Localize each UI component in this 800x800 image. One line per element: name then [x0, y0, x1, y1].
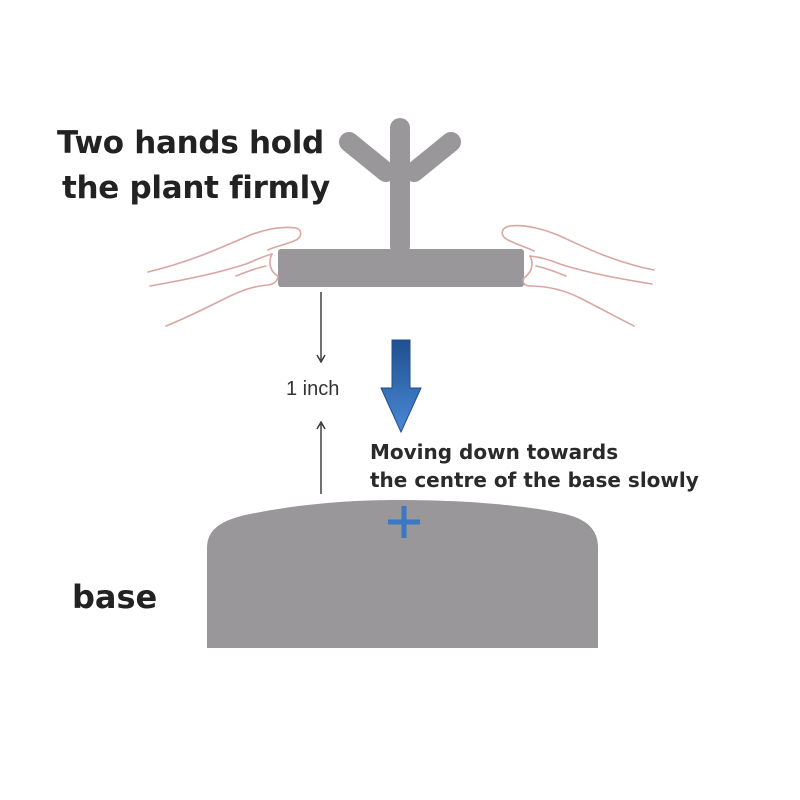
plant-platform	[278, 249, 524, 287]
base-shape	[207, 500, 598, 648]
distance-arrowhead-down	[316, 354, 326, 364]
title-line-1: Two hands hold	[57, 125, 324, 161]
base-label: base	[72, 578, 158, 616]
down-arrow-icon	[380, 339, 422, 434]
instruction-line-2: the centre of the base slowly	[370, 468, 699, 492]
plant-branches	[339, 132, 461, 182]
distance-label: 1 inch	[286, 378, 340, 400]
title-line-2: the plant firmly	[62, 170, 330, 206]
left-hand-icon	[147, 226, 302, 327]
plant-stake-icon	[278, 118, 524, 287]
instruction-line-1: Moving down towards	[370, 440, 619, 464]
plant-stem	[390, 124, 410, 254]
distance-indicator	[316, 292, 326, 494]
distance-arrowhead-up	[316, 420, 326, 430]
right-hand-icon	[501, 224, 655, 327]
plus-icon	[388, 506, 420, 538]
